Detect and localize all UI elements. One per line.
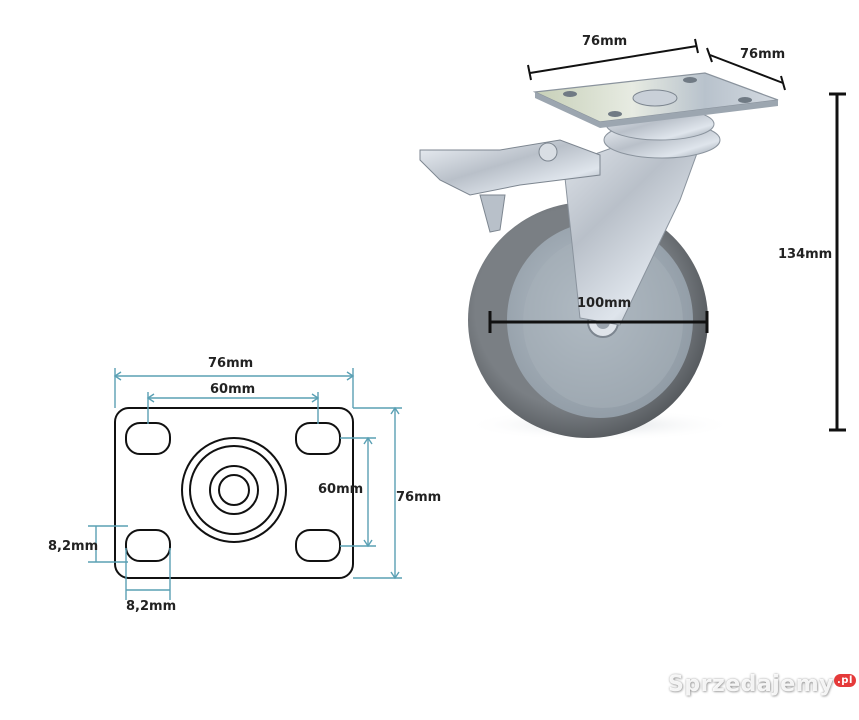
- brake-pivot: [538, 142, 558, 162]
- plate-width-tick-left: [527, 64, 532, 81]
- center-ring-outer: [181, 437, 287, 543]
- hole-spacing-v-arrow-top: [363, 436, 373, 445]
- plate-hole-1: [563, 91, 577, 97]
- mounting-slot-bottom-left: [125, 529, 171, 562]
- center-ring-middle: [189, 445, 279, 535]
- caster-dimensions: [488, 38, 846, 432]
- outer-height-label: 76mm: [396, 490, 442, 505]
- hole-spacing-v-arrow-bottom: [363, 539, 373, 548]
- top-plate-edge: [535, 92, 778, 128]
- outer-height-arrow-bottom: [390, 571, 400, 580]
- hole-spacing-h-arrow-left: [146, 393, 155, 403]
- plate-hole-3: [738, 97, 752, 103]
- slot-width-label: 8,2mm: [126, 599, 177, 614]
- hole-spacing-h-arrow-right: [311, 393, 320, 403]
- plate-depth-tick-left: [706, 47, 713, 63]
- total-height-label: 134mm: [778, 247, 833, 262]
- caster-illustration: [419, 72, 779, 441]
- outer-height-arrow-top: [390, 406, 400, 415]
- plate-width-line: [529, 45, 698, 74]
- watermark-suffix: .pl: [834, 673, 856, 687]
- outer-width-label: 76mm: [208, 356, 254, 371]
- outer-width-arrow-left: [113, 371, 122, 381]
- slot-height-label: 8,2mm: [48, 539, 99, 554]
- wheel-diameter-label: 100mm: [577, 296, 632, 311]
- brake-pad: [479, 194, 506, 233]
- plate-width-tick-right: [694, 38, 699, 54]
- plate-depth-line: [709, 54, 784, 84]
- plate-depth-label: 76mm: [740, 47, 786, 62]
- plate-drawing: [114, 407, 354, 579]
- watermark-logo: Sprzedajemy.pl: [668, 672, 856, 697]
- plate-outline: [114, 407, 354, 579]
- hole-spacing-horizontal-label: 60mm: [210, 382, 256, 397]
- hole-spacing-vertical-label: 60mm: [318, 482, 364, 497]
- plate-center-boss: [632, 89, 678, 107]
- plate-dimensions: [88, 368, 402, 600]
- plate-hole-4: [608, 111, 622, 117]
- watermark-text: Sprzedajemy: [668, 672, 834, 697]
- center-ring-inner: [209, 465, 259, 515]
- plate-hole-2: [683, 77, 697, 83]
- outer-width-arrow-right: [346, 371, 355, 381]
- plate-depth-tick-right: [780, 75, 786, 91]
- plate-width-label: 76mm: [582, 34, 628, 49]
- center-hole: [218, 474, 250, 506]
